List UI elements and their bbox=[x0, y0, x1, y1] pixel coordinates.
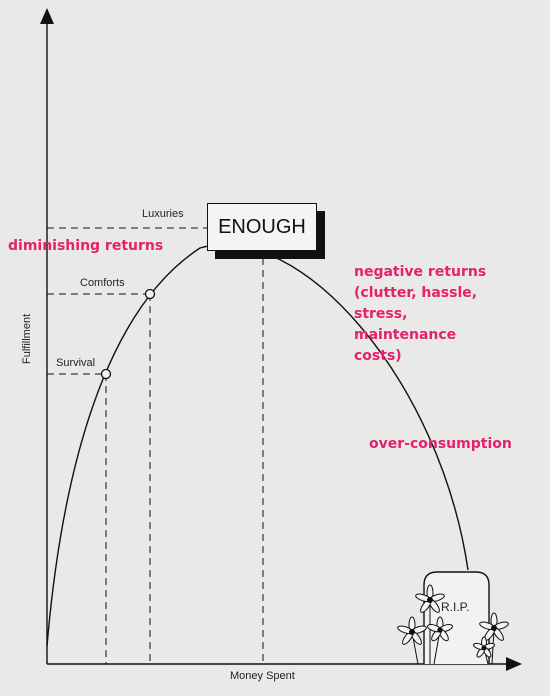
comforts-label: Comforts bbox=[80, 277, 125, 289]
y-axis-arrow bbox=[40, 8, 54, 24]
over-consumption-note: over-consumption bbox=[369, 436, 512, 452]
survival-marker bbox=[100, 368, 112, 380]
comforts-marker bbox=[144, 288, 156, 300]
survival-label: Survival bbox=[56, 357, 96, 369]
fulfillment-curve bbox=[46, 244, 469, 647]
diminishing-returns-note: diminishing returns bbox=[8, 238, 164, 254]
x-axis-arrow bbox=[506, 657, 522, 671]
flower-icon bbox=[397, 584, 453, 665]
flower-icon bbox=[472, 612, 509, 665]
x-axis-label: Money Spent bbox=[230, 670, 295, 682]
negative-returns-note: negative returns (clutter, hassle, stres… bbox=[354, 264, 487, 364]
luxuries-label: Luxuries bbox=[142, 208, 184, 220]
enough-box: ENOUGH bbox=[207, 203, 317, 251]
y-axis-label: Fulfillment bbox=[21, 313, 33, 364]
tombstone-label: R.I.P. bbox=[441, 600, 470, 614]
enough-label: ENOUGH bbox=[218, 215, 306, 238]
